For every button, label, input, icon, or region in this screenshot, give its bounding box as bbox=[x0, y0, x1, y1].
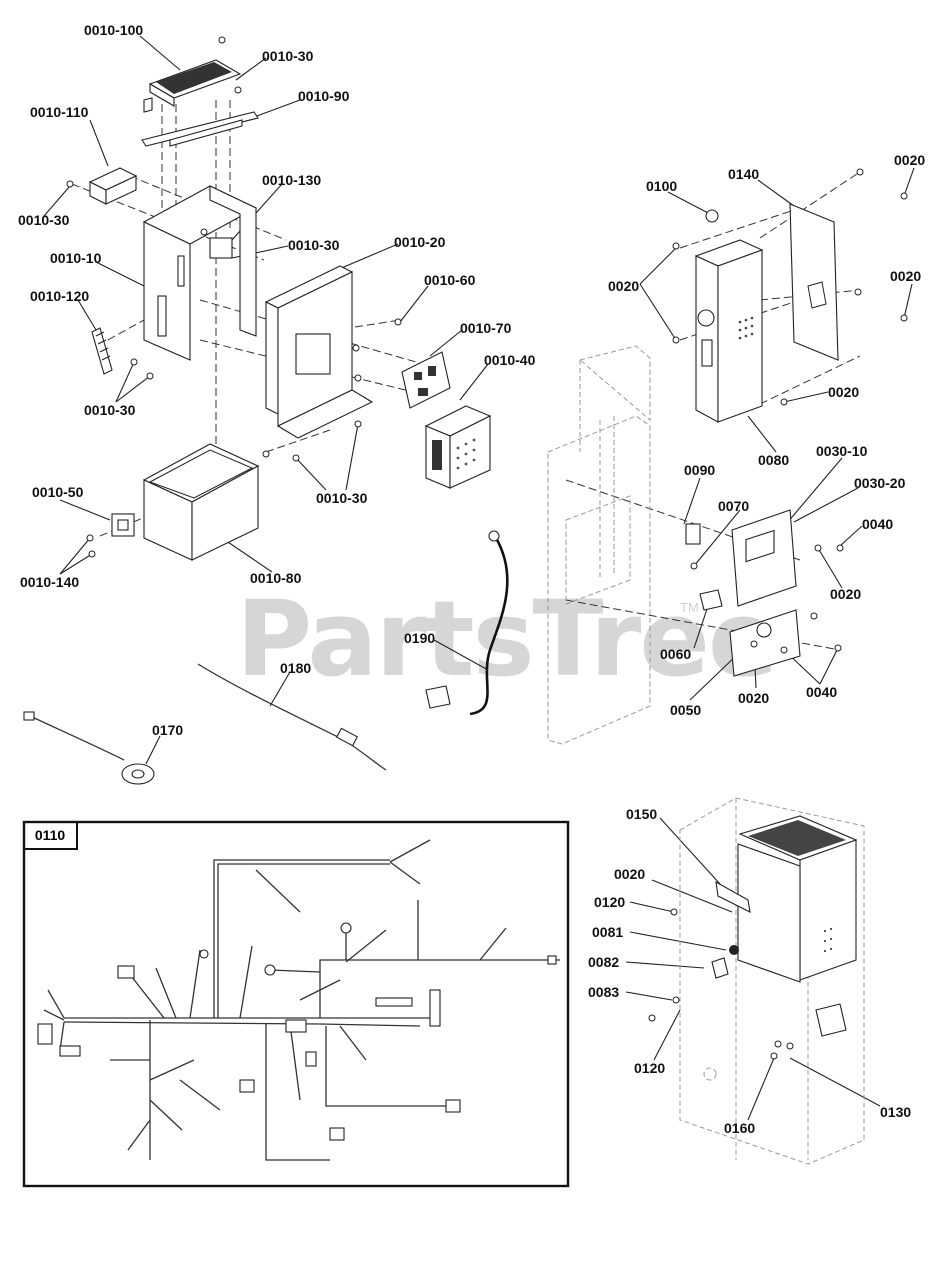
callout-0010-70: 0010-70 bbox=[460, 320, 512, 336]
inset-label: 0110 bbox=[24, 822, 78, 850]
terminal-strip-part bbox=[91, 327, 113, 375]
callout-0010-100: 0010-100 bbox=[84, 22, 144, 38]
screw-hardware bbox=[66, 36, 908, 1060]
callout-0010-80: 0010-80 bbox=[250, 570, 302, 586]
callout-0010-110: 0010-110 bbox=[30, 104, 89, 120]
bracket-part bbox=[141, 111, 259, 147]
callout-0150: 0150 bbox=[626, 806, 658, 822]
callout-0190: 0190 bbox=[404, 630, 436, 646]
callout-0010-30: 0010-30 bbox=[84, 402, 136, 418]
callout-0081: 0081 bbox=[592, 924, 624, 940]
control-enclosure-part bbox=[694, 209, 764, 423]
callout-0020: 0020 bbox=[894, 152, 926, 168]
callout-0010-30: 0010-30 bbox=[316, 490, 368, 506]
callout-0020: 0020 bbox=[830, 586, 862, 602]
power-module-part bbox=[424, 405, 492, 489]
display-panel-part bbox=[685, 509, 801, 677]
ground-cable-part bbox=[425, 530, 509, 716]
filter-wire-part bbox=[197, 663, 387, 771]
callout-0180: 0180 bbox=[280, 660, 312, 676]
heatsink-part bbox=[143, 59, 242, 113]
callout-0070: 0070 bbox=[718, 498, 750, 514]
callout-0060: 0060 bbox=[660, 646, 692, 662]
callout-0050: 0050 bbox=[670, 702, 702, 718]
callout-0040: 0040 bbox=[806, 684, 838, 700]
callout-0020: 0020 bbox=[614, 866, 646, 882]
callout-0010-10: 0010-10 bbox=[50, 250, 102, 266]
callout-0010-50: 0010-50 bbox=[32, 484, 84, 500]
callout-0040: 0040 bbox=[862, 516, 894, 532]
callout-0010-30: 0010-30 bbox=[288, 237, 340, 253]
callout-0020: 0020 bbox=[890, 268, 922, 284]
callout-0140: 0140 bbox=[728, 166, 760, 182]
switch-part bbox=[111, 513, 135, 537]
harness-inset bbox=[22, 820, 570, 1188]
callout-0010-30: 0010-30 bbox=[18, 212, 70, 228]
callout-0010-140: 0010-140 bbox=[20, 574, 80, 590]
callout-0100: 0100 bbox=[646, 178, 678, 194]
watermark-trademark: TM bbox=[680, 600, 699, 615]
callout-0030-20: 0030-20 bbox=[854, 475, 906, 491]
callout-0160: 0160 bbox=[724, 1120, 756, 1136]
callout-0020: 0020 bbox=[738, 690, 770, 706]
callout-0082: 0082 bbox=[588, 954, 620, 970]
callout-0010-20: 0010-20 bbox=[394, 234, 446, 250]
ghost-cabinet bbox=[679, 797, 865, 1165]
block-part bbox=[88, 167, 138, 205]
callout-0120: 0120 bbox=[594, 894, 626, 910]
cover-panel-part bbox=[789, 203, 839, 361]
callout-0170: 0170 bbox=[152, 722, 184, 738]
callout-0010-130: 0010-130 bbox=[262, 172, 322, 188]
callout-0010-40: 0010-40 bbox=[484, 352, 536, 368]
callout-0083: 0083 bbox=[588, 984, 620, 1000]
watermark: PartsTree bbox=[236, 578, 778, 700]
callout-0080: 0080 bbox=[758, 452, 790, 468]
open-box-part bbox=[142, 443, 260, 561]
callout-0010-120: 0010-120 bbox=[30, 288, 90, 304]
callout-0010-90: 0010-90 bbox=[298, 88, 350, 104]
circuit-board-part bbox=[401, 351, 451, 409]
callout-0020: 0020 bbox=[828, 384, 860, 400]
callout-0090: 0090 bbox=[684, 462, 716, 478]
tray-part bbox=[264, 265, 374, 439]
chassis-part bbox=[142, 185, 258, 361]
ghost-enclosure bbox=[547, 345, 651, 745]
current-sensor-part bbox=[23, 711, 155, 785]
callout-0010-30: 0010-30 bbox=[262, 48, 314, 64]
callout-0130: 0130 bbox=[880, 1104, 912, 1120]
callout-0030-10: 0030-10 bbox=[816, 443, 868, 459]
callout-0120: 0120 bbox=[634, 1060, 666, 1076]
callout-0020: 0020 bbox=[608, 278, 640, 294]
callout-0010-60: 0010-60 bbox=[424, 272, 476, 288]
